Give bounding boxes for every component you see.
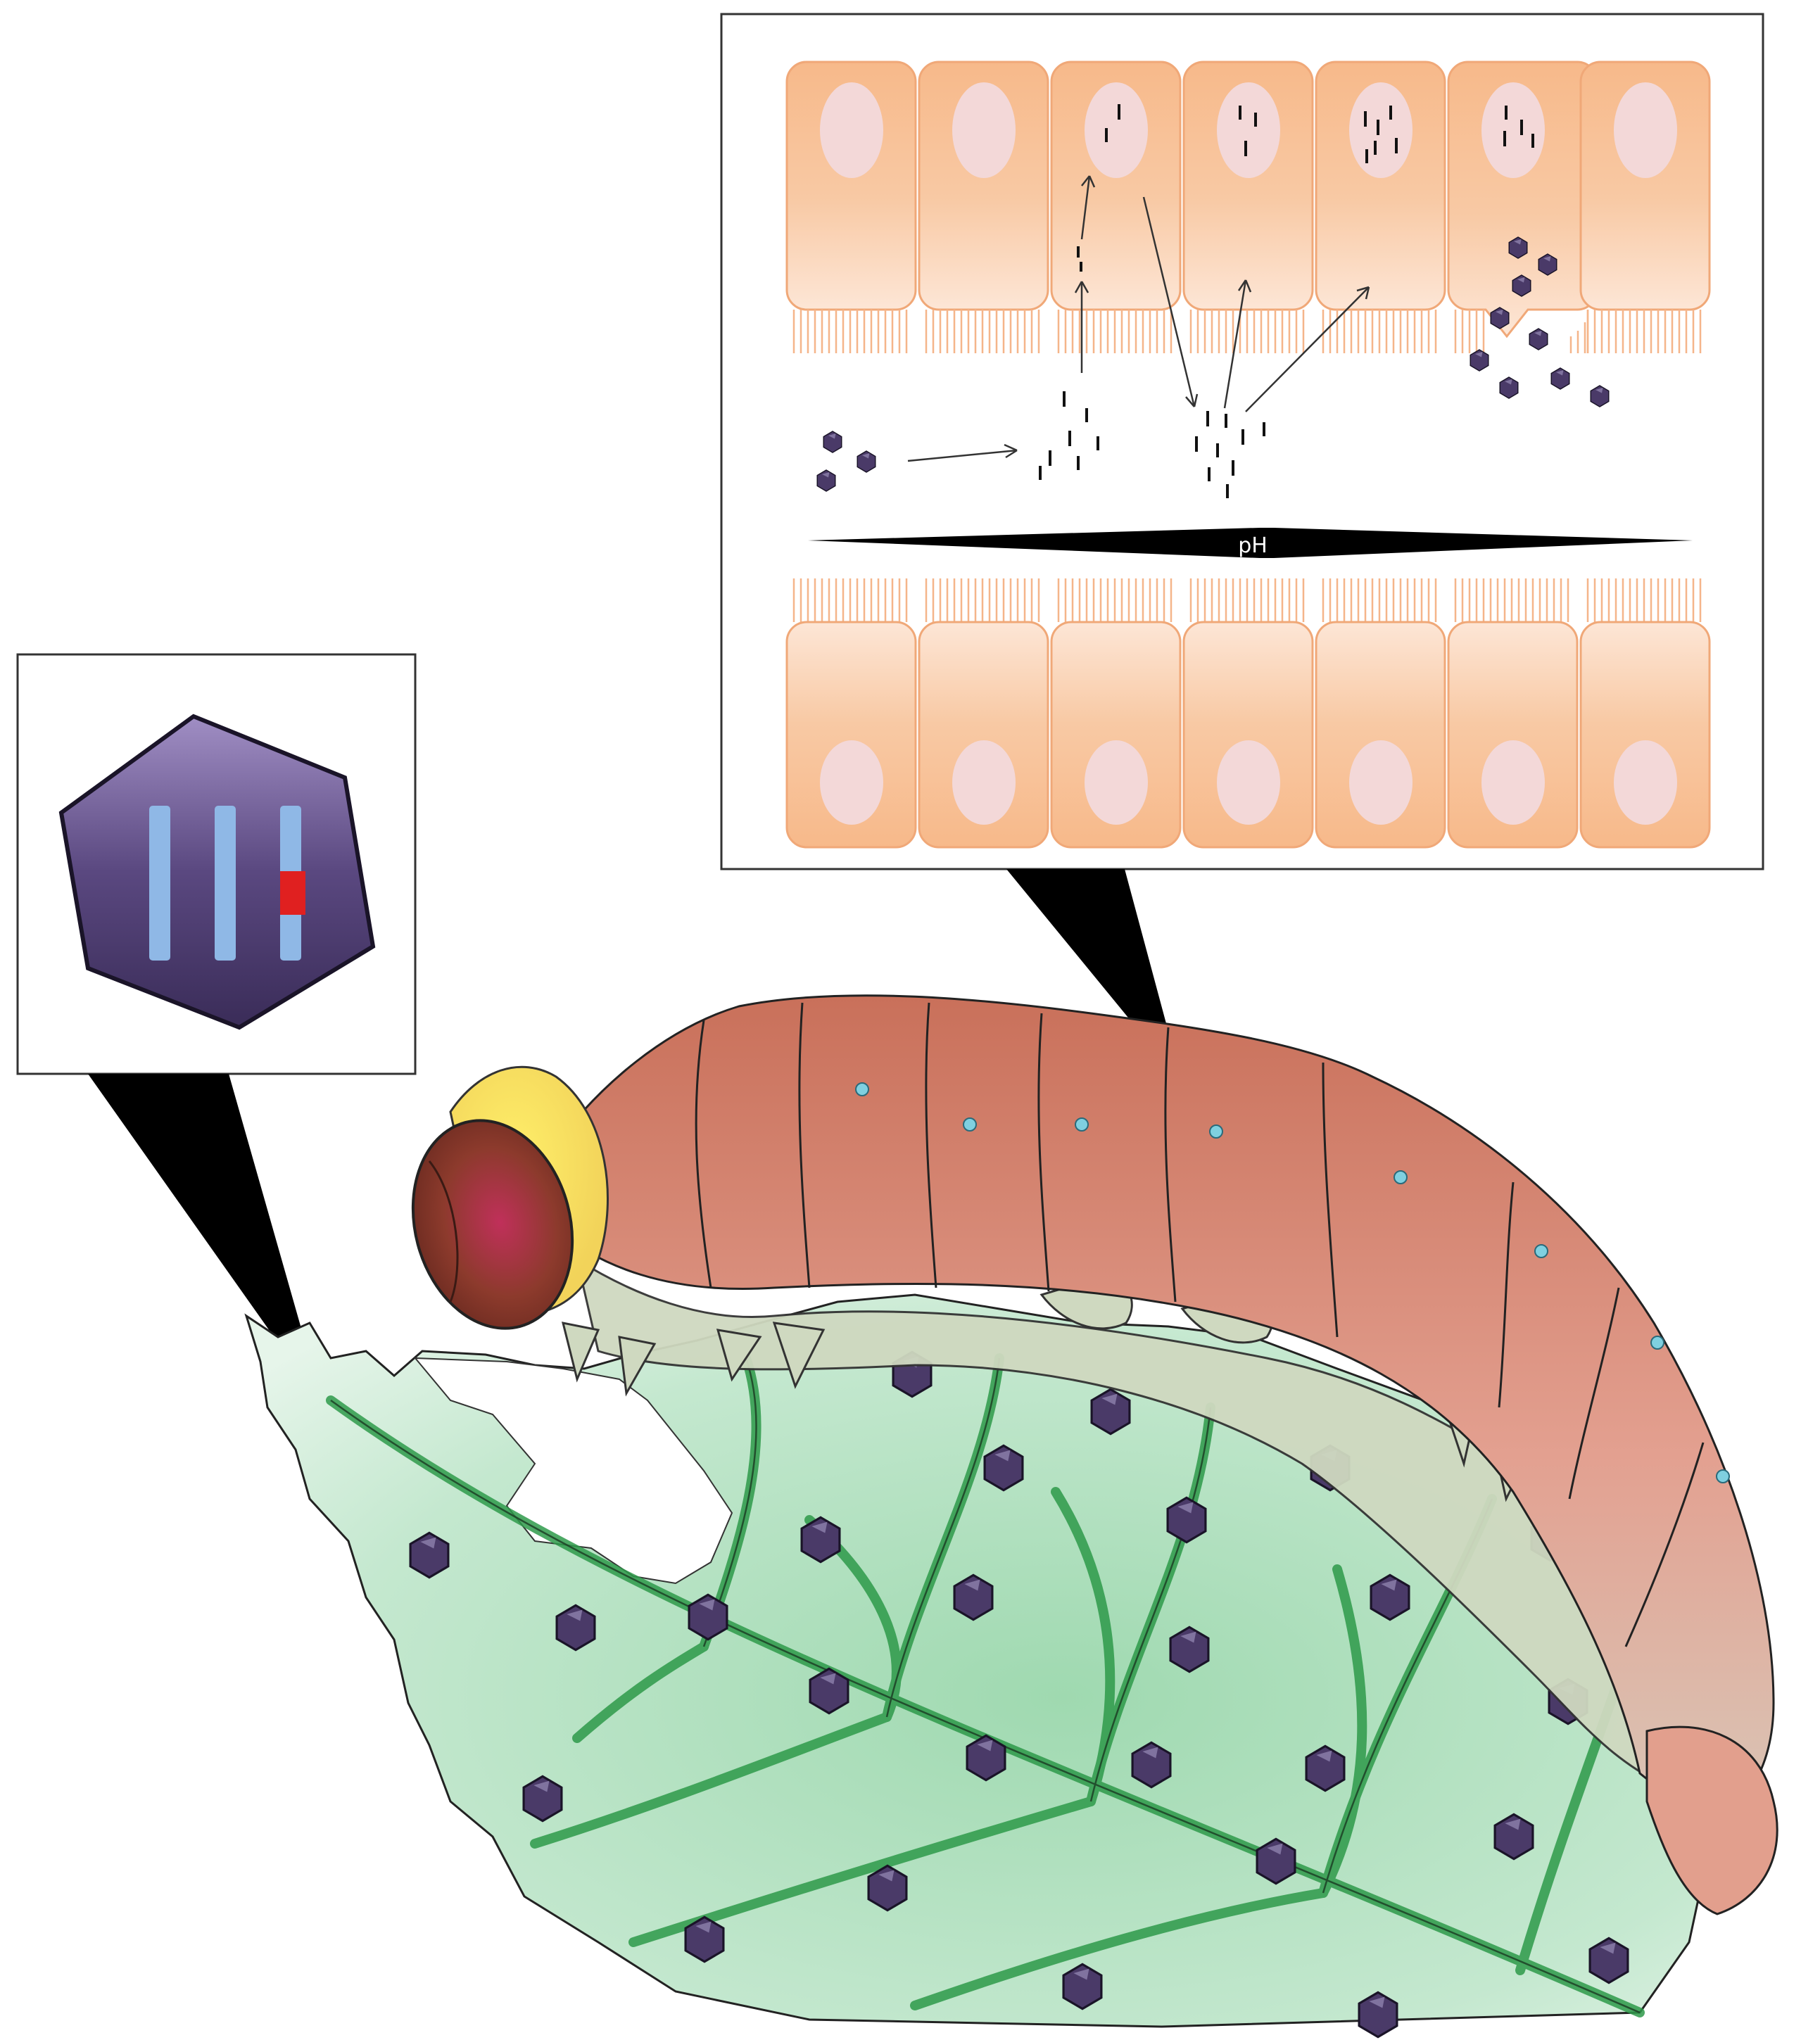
virus-particle-icon [809, 1667, 849, 1715]
midgut-cell-icon [1050, 621, 1182, 849]
caterpillar-segments [695, 1002, 1705, 1647]
lower-microvilli [792, 578, 1702, 622]
virus-particle-icon [684, 1915, 725, 1963]
virus-particle-icon [1131, 1741, 1172, 1789]
genome-segment-icon [149, 806, 170, 961]
lower-epithelium [785, 578, 1711, 849]
virus-particle-icon [1166, 1496, 1207, 1544]
virus-particle-icon [1169, 1626, 1210, 1673]
virus-particle-icon [867, 1864, 908, 1912]
midgut-cell-icon [1315, 61, 1446, 311]
virus-inset-panel [16, 653, 417, 1075]
virus-callout-pointer [88, 1074, 324, 1407]
virus-particle-icon [1590, 385, 1610, 407]
virus-particle-icon [58, 714, 376, 1030]
midgut-cell-icon [1315, 621, 1446, 849]
virus-particle-icon [1538, 253, 1557, 276]
arrow-icon [1223, 279, 1247, 409]
midgut-cell-icon [1050, 61, 1182, 311]
virus-particle-icon [1529, 328, 1548, 350]
arrow-icon [1142, 196, 1196, 407]
caterpillar-spiracles [855, 1082, 1730, 1483]
virus-particle-icon [1090, 1388, 1131, 1436]
virus-particle-icon [555, 1604, 596, 1652]
upper-epithelium [785, 61, 1711, 353]
virus-particle-icon [1490, 307, 1510, 329]
virus-particle-icon [966, 1734, 1006, 1782]
upper-microvilli [792, 310, 1702, 353]
midgut-inset-panel: pH [720, 13, 1764, 870]
virus-particle-icon [1508, 236, 1528, 259]
nuclear-genome-fragments [1105, 104, 1534, 163]
virus-particle-icon [1499, 376, 1519, 399]
midgut-cell-icon [1579, 621, 1711, 849]
arrow-icon [907, 449, 1018, 462]
midgut-cell-icon [1182, 621, 1314, 849]
virus-particle-icon [983, 1444, 1024, 1492]
virus-particle-icon [1493, 1813, 1534, 1861]
virus-particle-icon [409, 1531, 450, 1579]
caterpillar-icon [411, 994, 1778, 1915]
released-genome-fragments [1039, 391, 1265, 498]
genome-segment-icon [215, 806, 236, 961]
virus-particle-icon [1512, 274, 1531, 297]
virus-particle-icon [857, 450, 876, 473]
virus-particle-icon [816, 469, 836, 492]
ph-label: pH [1238, 533, 1268, 558]
virus-particle-icon [1370, 1573, 1410, 1621]
virus-particle-icon [1470, 349, 1489, 372]
infection-arrows [907, 175, 1370, 462]
ph-gradient-wedge: pH [808, 528, 1693, 558]
midgut-cell-icon [1447, 61, 1598, 338]
midgut-cell-icon [1182, 61, 1314, 311]
virus-particle-icon [688, 1593, 728, 1641]
midgut-cell-icon [918, 621, 1049, 849]
virus-particle-icon [1358, 1991, 1398, 2039]
virus-particle-icon [1256, 1837, 1296, 1885]
arrow-icon [1080, 175, 1091, 240]
virus-particle-icon [522, 1775, 563, 1823]
midgut-cell-icon [785, 61, 917, 311]
mutation-marker-icon [280, 871, 305, 915]
midgut-cell-icon [1579, 61, 1711, 311]
virus-particle-icon [1062, 1963, 1103, 2010]
virus-particle-icon [1550, 367, 1570, 390]
virus-particle-icon [800, 1516, 841, 1564]
virus-particle-icon [823, 431, 842, 453]
virus-particle-icon [953, 1573, 994, 1621]
arrow-icon [1245, 286, 1370, 412]
midgut-cell-icon [785, 621, 917, 849]
midgut-cell-icon [918, 61, 1049, 311]
midgut-cell-icon [1447, 621, 1579, 849]
virus-particle-icon [1305, 1744, 1346, 1792]
virus-particle-icon [1588, 1937, 1629, 1984]
